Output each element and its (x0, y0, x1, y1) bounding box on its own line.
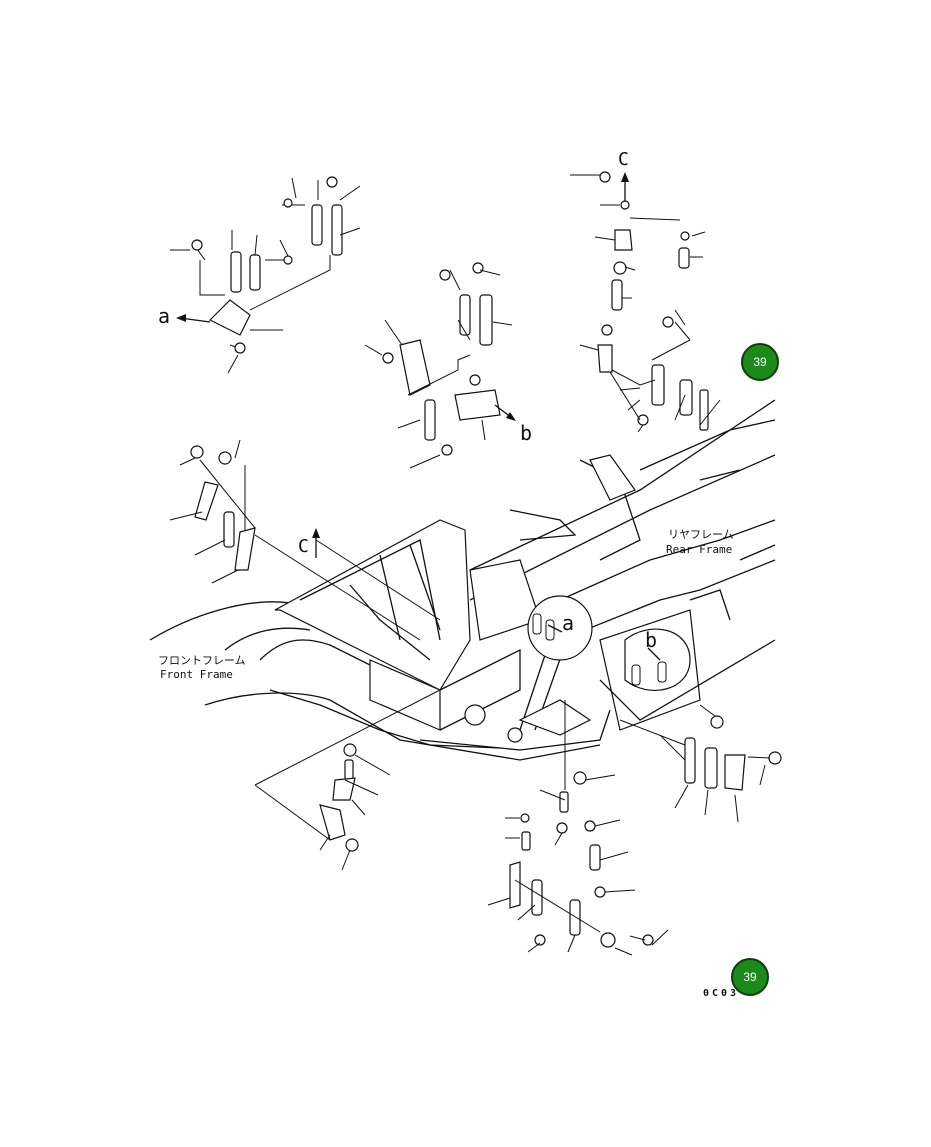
clamp-assembly-left (169, 439, 441, 641)
detail-c-label-top: C (618, 149, 629, 170)
detail-c-label-frame: C (298, 536, 309, 557)
detail-a-label-frame: a (562, 611, 574, 635)
hose-assembly-bottom (487, 700, 669, 956)
front-frame-label-en: Front Frame (160, 668, 233, 681)
reference-code: 0C03 (703, 988, 740, 999)
rear-frame-label-en: Rear Frame (666, 543, 732, 556)
clamp-assembly-b (364, 262, 516, 469)
detail-b-label-frame: b (645, 628, 657, 652)
clamp-assembly-bottom-left (254, 689, 441, 871)
rear-frame-label-jp: リヤフレーム (668, 528, 734, 541)
center-pivot (419, 639, 611, 751)
callout-marker-top[interactable]: 39 (741, 343, 779, 381)
detail-b-label-top: b (520, 421, 532, 445)
front-frame-label-jp: フロントフレーム (158, 654, 246, 667)
detail-a-label-top: a (158, 304, 170, 328)
clamp-assembly-a (170, 176, 361, 374)
hose-assembly-c (570, 171, 721, 433)
rear-frame (469, 399, 776, 731)
detail-a-circle (527, 595, 593, 661)
detail-b-circle (624, 628, 691, 691)
clamp-assembly-bottom-right (619, 704, 782, 823)
callout-marker-bottom[interactable]: 39 (731, 958, 769, 996)
